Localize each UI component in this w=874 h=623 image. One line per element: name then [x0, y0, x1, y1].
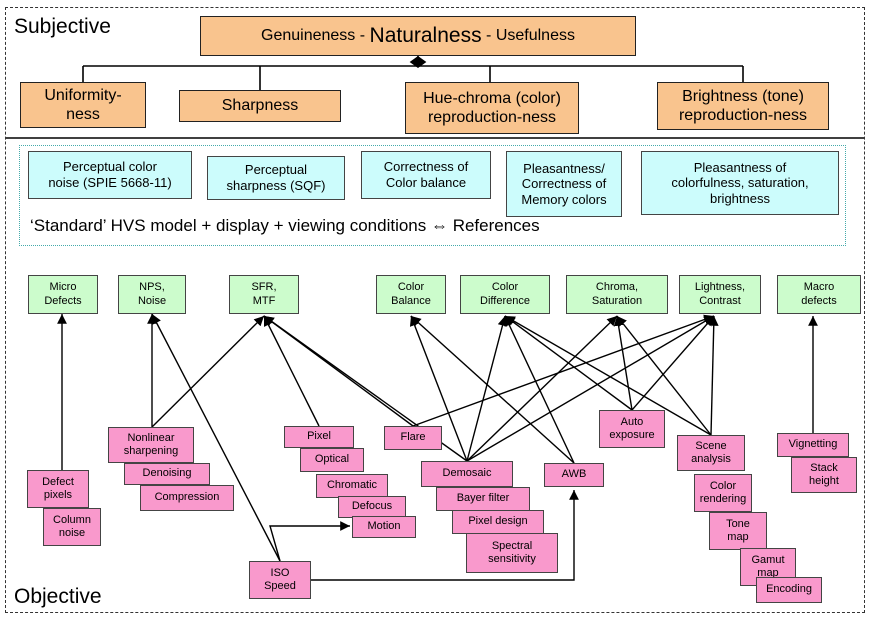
- attribute-hue: Hue-chroma (color) reproduction-ness: [405, 82, 579, 134]
- link-iso-to-nps: [151, 313, 281, 562]
- perceptual-p2: Perceptual sharpness (SQF): [207, 156, 345, 200]
- factor-defect: Defect pixels: [27, 470, 89, 508]
- factor-colnoise: Column noise: [43, 508, 101, 546]
- metric-sfr: SFR, MTF: [229, 275, 299, 314]
- factor-iso: ISO Speed: [249, 561, 311, 599]
- link-demosaic-to-light: [466, 315, 715, 462]
- factor-bayer: Bayer filter: [436, 487, 530, 511]
- hvs-panel: [19, 145, 846, 246]
- hvs-model-text: ‘Standard’ HVS model + display + viewing…: [30, 216, 540, 235]
- link-autoexp-to-cdiff: [504, 315, 633, 411]
- subjective-label: Subjective: [14, 15, 111, 38]
- factor-nonlin: Nonlinear sharpening: [108, 427, 194, 463]
- usefulness-text: Usefulness: [495, 27, 575, 45]
- link-iso-to-motion: [269, 521, 350, 562]
- metric-micro: Micro Defects: [28, 275, 98, 314]
- diagram-frame: [5, 7, 865, 613]
- separator-2: -: [481, 27, 496, 45]
- metric-macro: Macro defects: [777, 275, 861, 314]
- link-autoexp-to-chroma: [613, 315, 633, 411]
- perceptual-p3: Correctness of Color balance: [361, 151, 491, 199]
- objective-label: Objective: [14, 585, 102, 608]
- metric-cdiff: Color Difference: [460, 275, 550, 314]
- link-demosaic-to-cbal: [409, 315, 468, 462]
- factor-pixdesign: Pixel design: [452, 510, 544, 534]
- link-awb-to-cdiff: [504, 315, 575, 464]
- factor-motion: Motion: [352, 516, 416, 538]
- link-scene-to-chroma: [616, 315, 712, 436]
- perceptual-p1: Perceptual color noise (SPIE 5668-11): [28, 151, 192, 199]
- link-awb-to-cbal: [410, 315, 575, 464]
- factor-colrend: Color rendering: [694, 474, 752, 512]
- link-iso-to-awb: [311, 490, 579, 581]
- link-nonlin-to-sfr: [151, 315, 265, 428]
- link-demosaic-to-cdiff: [466, 315, 508, 462]
- factor-tone: Tone map: [709, 512, 767, 550]
- link-scene-to-cdiff: [504, 315, 712, 436]
- link-scene-to-light: [708, 315, 719, 436]
- factor-scene: Scene analysis: [677, 435, 745, 471]
- perceptual-p5: Pleasantness of colorfulness, saturation…: [641, 151, 839, 215]
- factor-defocus: Defocus: [338, 496, 406, 518]
- genuineness-text: Genuineness: [261, 27, 356, 45]
- factor-compress: Compression: [140, 485, 234, 511]
- factor-spectral: Spectral sensitivity: [466, 533, 558, 573]
- factor-vignet: Vignetting: [777, 433, 849, 457]
- attribute-uni: Uniformity- ness: [20, 82, 146, 128]
- metric-nps: NPS, Noise: [118, 275, 186, 314]
- factor-stack: Stack height: [791, 457, 857, 493]
- factor-denoise: Denoising: [124, 463, 210, 485]
- link-pixel-to-sfr: [263, 315, 320, 427]
- factor-optical: Optical: [300, 448, 364, 472]
- attribute-sharp: Sharpness: [179, 90, 341, 122]
- naturalness-text: Naturalness: [369, 24, 482, 48]
- naturalness-box: Genuineness - Naturalness - Usefulness: [200, 16, 636, 56]
- metric-chroma: Chroma, Saturation: [566, 275, 668, 314]
- perceptual-p4: Pleasantness/ Correctness of Memory colo…: [506, 151, 622, 217]
- attribute-bright: Brightness (tone) reproduction-ness: [657, 82, 829, 130]
- factor-chromatic: Chromatic: [316, 474, 388, 498]
- factor-flare: Flare: [384, 426, 442, 450]
- factor-pixel: Pixel: [284, 426, 354, 448]
- metric-light: Lightness, Contrast: [679, 275, 761, 314]
- factor-autoexp: Auto exposure: [599, 410, 665, 448]
- separator-1: -: [355, 27, 370, 45]
- factor-demosaic: Demosaic: [421, 461, 513, 487]
- factor-encoding: Encoding: [756, 577, 822, 603]
- link-autoexp-to-light: [631, 315, 715, 411]
- link-flare-to-light: [412, 314, 715, 427]
- metric-cbal: Color Balance: [376, 275, 446, 314]
- link-demosaic-to-chroma: [466, 315, 618, 462]
- factor-awb: AWB: [544, 463, 604, 487]
